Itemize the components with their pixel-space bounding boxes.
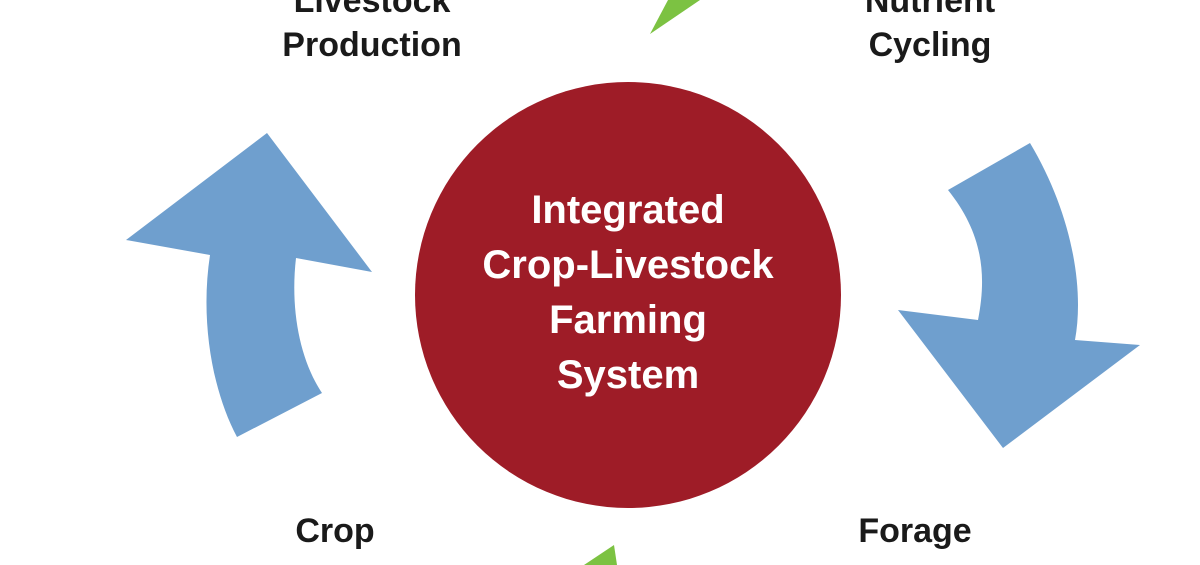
node-nutrient-cycling-line-2: Cycling <box>868 26 992 64</box>
node-forage-line-1: Forage <box>858 512 972 550</box>
node-livestock-production-line-1: Livestock <box>293 0 451 20</box>
node-nutrient-cycling-line-1: Nutrient <box>864 0 996 20</box>
left-blue-arrow <box>126 133 372 437</box>
node-livestock-production: Livestock Production <box>252 0 492 67</box>
center-title-line-1: Integrated <box>531 188 725 232</box>
bottom-green-arrow <box>584 545 617 565</box>
center-title: Integrated Crop-Livestock Farming System <box>428 183 828 403</box>
right-blue-arrow <box>898 143 1140 448</box>
node-crop: Crop <box>255 509 415 553</box>
node-nutrient-cycling: Nutrient Cycling <box>840 0 1020 67</box>
top-green-arrow <box>650 0 700 34</box>
center-title-line-2: Crop-Livestock <box>482 243 774 287</box>
center-title-line-4: System <box>556 353 700 397</box>
center-title-line-3: Farming <box>549 298 707 342</box>
node-forage: Forage <box>830 509 1000 553</box>
node-livestock-production-line-2: Production <box>282 26 462 64</box>
node-crop-line-1: Crop <box>295 512 375 550</box>
center-circle <box>415 82 841 508</box>
